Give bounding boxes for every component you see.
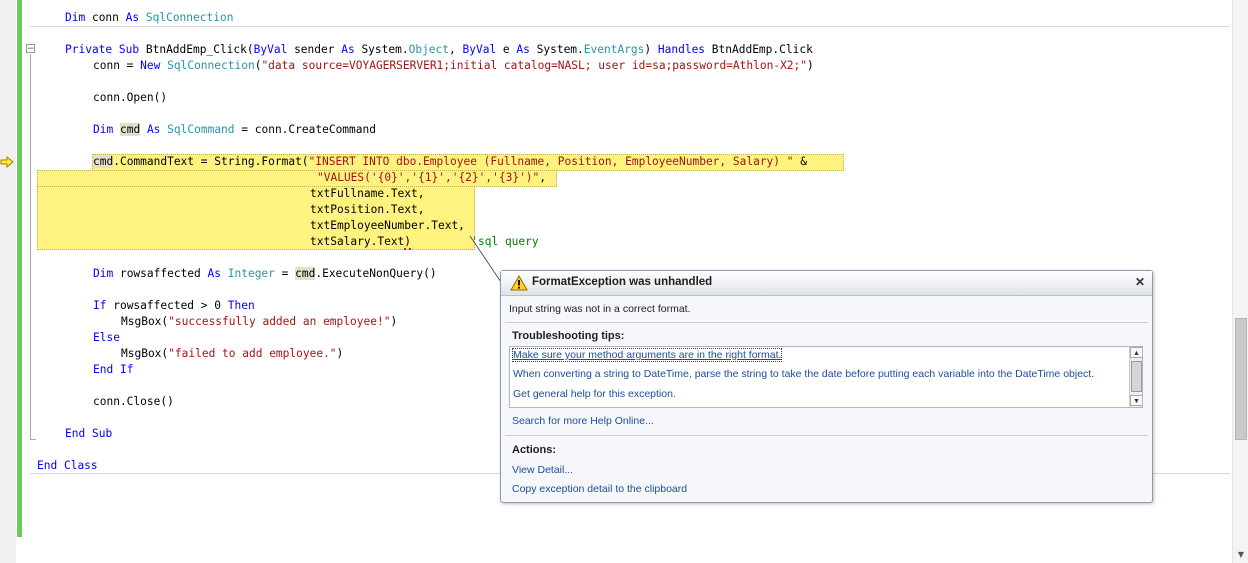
scroll-down-arrow-icon[interactable]: ▼ xyxy=(1130,395,1142,406)
scrollbar-thumb[interactable] xyxy=(1235,318,1247,440)
code-line-3[interactable]: conn = New SqlConnection("data source=VO… xyxy=(93,59,814,72)
tip-link-datetime[interactable]: When converting a string to DateTime, pa… xyxy=(513,368,1095,380)
change-tracking-bar xyxy=(17,0,22,537)
code-line-9[interactable]: txtPosition.Text, xyxy=(310,203,425,216)
code-line-5[interactable]: Dim cmd As SqlCommand = conn.CreateComma… xyxy=(93,123,376,136)
exception-title: FormatException was unhandled xyxy=(532,276,713,288)
troubleshooting-tips-list[interactable]: Make sure your method arguments are in t… xyxy=(509,346,1143,408)
warning-icon xyxy=(510,275,528,291)
exception-header: FormatException was unhandled ✕ xyxy=(501,271,1152,296)
copy-exception-detail-link[interactable]: Copy exception detail to the clipboard xyxy=(512,483,688,495)
view-detail-link[interactable]: View Detail... xyxy=(512,464,574,476)
code-line-17[interactable]: End If xyxy=(93,363,134,376)
divider xyxy=(505,435,1148,436)
troubleshooting-heading: Troubleshooting tips: xyxy=(512,330,625,342)
collapse-minus-icon[interactable]: − xyxy=(26,44,35,54)
code-line-14[interactable]: MsgBox("successfully added an employee!"… xyxy=(121,315,398,328)
scroll-up-arrow-icon[interactable]: ▲ xyxy=(1130,347,1142,358)
code-line-2[interactable]: Private Sub BtnAddEmp_Click(ByVal sender… xyxy=(65,43,813,56)
tips-scrollbar[interactable]: ▲ ▼ xyxy=(1129,347,1142,407)
tip-link-general-help[interactable]: Get general help for this exception. xyxy=(513,388,676,400)
exception-message: Input string was not in a correct format… xyxy=(509,303,691,315)
outline-guide-end xyxy=(30,439,36,440)
code-line-13[interactable]: If rowsaffected > 0 Then xyxy=(93,299,255,312)
code-line-15[interactable]: Else xyxy=(93,331,120,344)
exception-assistant-dialog: FormatException was unhandled ✕ Input st… xyxy=(500,270,1153,503)
current-statement-arrow-icon xyxy=(0,156,14,168)
code-line-12[interactable]: Dim rowsaffected As Integer = cmd.Execut… xyxy=(93,267,437,280)
indicator-margin[interactable] xyxy=(0,0,16,563)
current-statement-highlight xyxy=(37,186,475,250)
code-line-16[interactable]: MsgBox("failed to add employee.") xyxy=(121,347,344,360)
code-line-6[interactable]: cmd.CommandText = String.Format("INSERT … xyxy=(93,155,807,168)
code-line-18[interactable]: conn.Close() xyxy=(93,395,174,408)
divider xyxy=(505,322,1148,323)
close-icon[interactable]: ✕ xyxy=(1135,275,1146,289)
scroll-down-arrow-icon[interactable]: ▼ xyxy=(1237,550,1245,559)
code-line-1[interactable]: Dim conn As SqlConnection xyxy=(65,11,234,24)
code-line-8[interactable]: txtFullname.Text, xyxy=(310,187,425,200)
outline-guide xyxy=(30,54,31,440)
procedure-separator xyxy=(30,26,1230,27)
search-help-online-link[interactable]: Search for more Help Online... xyxy=(512,415,654,427)
vertical-scrollbar[interactable]: ▼ xyxy=(1232,0,1248,563)
code-line-19[interactable]: End Sub xyxy=(65,427,113,440)
tip-link-method-arguments[interactable]: Make sure your method arguments are in t… xyxy=(511,348,783,362)
code-line-11[interactable]: txtSalary.Text) 'sql query xyxy=(310,235,539,250)
code-line-7[interactable]: "VALUES('{0}','{1}','{2}','{3}')", xyxy=(317,171,547,184)
tips-scrollbar-thumb[interactable] xyxy=(1131,361,1142,392)
code-line-4[interactable]: conn.Open() xyxy=(93,91,168,104)
code-line-20[interactable]: End Class xyxy=(37,459,98,472)
code-line-10[interactable]: txtEmployeeNumber.Text, xyxy=(310,219,465,232)
actions-heading: Actions: xyxy=(512,444,556,456)
